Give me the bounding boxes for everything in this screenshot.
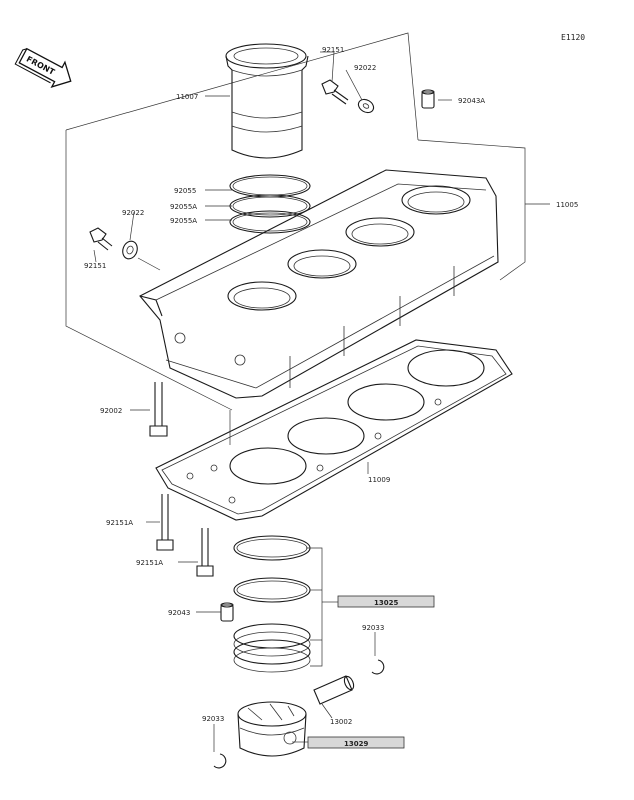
leader-lines bbox=[93, 51, 550, 752]
piston-ring-set bbox=[233, 535, 311, 673]
callout-92151-top[interactable]: 92151 bbox=[322, 46, 344, 54]
diagram-code: E1120 bbox=[561, 33, 585, 42]
bolt-92151a-long bbox=[156, 494, 174, 551]
callout-92033-left[interactable]: 92033 bbox=[202, 715, 224, 723]
piston-pin-clip-right bbox=[371, 659, 385, 675]
bolt-92151a-short bbox=[196, 528, 214, 577]
callout-11007[interactable]: 11007 bbox=[176, 93, 198, 101]
callout-92002[interactable]: 92002 bbox=[100, 407, 122, 415]
cylinder-block bbox=[139, 169, 499, 399]
callout-92151a-1[interactable]: 92151A bbox=[106, 519, 133, 527]
piston bbox=[237, 701, 307, 757]
top-bolt bbox=[321, 79, 349, 105]
callout-92055[interactable]: 92055 bbox=[174, 187, 196, 195]
callout-92022-top[interactable]: 92022 bbox=[354, 64, 376, 72]
left-washer bbox=[122, 240, 138, 260]
callout-92043[interactable]: 92043 bbox=[168, 609, 190, 617]
callout-92151-left[interactable]: 92151 bbox=[84, 262, 106, 270]
dowel-pin-bottom bbox=[220, 602, 234, 622]
callout-92033-right[interactable]: 92033 bbox=[362, 624, 384, 632]
callout-13002[interactable]: 13002 bbox=[330, 718, 352, 726]
callout-92055a-1[interactable]: 92055A bbox=[170, 203, 197, 211]
callout-13029[interactable]: 13029 bbox=[344, 740, 368, 748]
callout-11005[interactable]: 11005 bbox=[556, 201, 578, 209]
front-arrow-icon: FRONT bbox=[14, 47, 72, 89]
piston-pin bbox=[313, 675, 355, 705]
callout-92022-left[interactable]: 92022 bbox=[122, 209, 144, 217]
callout-13025[interactable]: 13025 bbox=[374, 599, 398, 607]
dowel-pin-top bbox=[421, 89, 435, 109]
frame-lines bbox=[65, 32, 526, 445]
callout-92151a-2[interactable]: 92151A bbox=[136, 559, 163, 567]
callout-92043a[interactable]: 92043A bbox=[458, 97, 485, 105]
top-washer bbox=[357, 98, 375, 114]
piston-pin-clip-left bbox=[213, 753, 227, 769]
block-bolt bbox=[149, 382, 168, 437]
callout-92055a-2[interactable]: 92055A bbox=[170, 217, 197, 225]
callout-11009[interactable]: 11009 bbox=[368, 476, 390, 484]
cylinder-base-gasket bbox=[155, 339, 513, 521]
left-bolt bbox=[89, 227, 113, 251]
callout-labels: 92151 92022 11007 92043A 92055 92055A 92… bbox=[84, 46, 578, 726]
cylinder-liner bbox=[225, 43, 309, 159]
highlighted-callouts: 13025 13029 bbox=[307, 595, 435, 749]
liner-o-rings bbox=[229, 174, 311, 234]
